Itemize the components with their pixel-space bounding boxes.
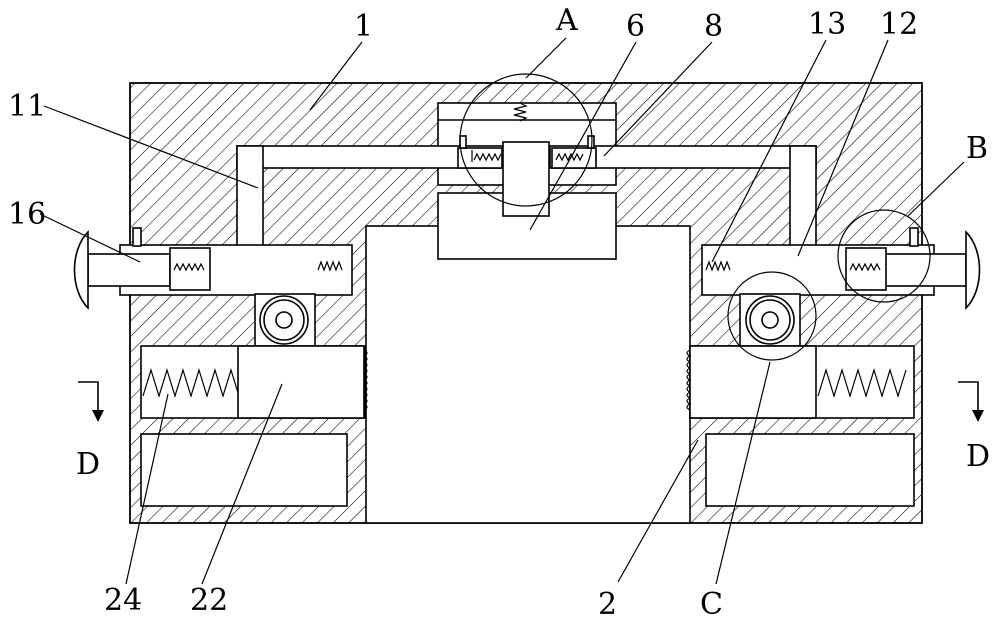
label-part-13: 13 <box>808 7 846 42</box>
label-detail-a: A <box>555 3 578 38</box>
detail-circles <box>459 73 931 361</box>
right-locking-pin <box>705 227 981 310</box>
labels: 1 A 6 8 13 12 11 B 16 D D 24 22 2 C <box>8 3 990 622</box>
label-detail-b: B <box>966 131 988 166</box>
label-part-2: 2 <box>598 587 617 622</box>
left-locking-pin <box>73 227 343 310</box>
label-part-22: 22 <box>190 583 228 618</box>
label-part-24: 24 <box>104 583 142 618</box>
left-gear <box>259 295 309 345</box>
label-section-d-left: D <box>76 447 100 482</box>
section-markers <box>78 381 984 422</box>
label-part-16: 16 <box>8 197 46 232</box>
label-part-8: 8 <box>704 9 723 44</box>
label-detail-c: C <box>700 587 723 622</box>
label-part-1: 1 <box>354 9 373 44</box>
label-part-6: 6 <box>626 9 645 44</box>
right-spring-and-slider <box>686 345 907 419</box>
label-part-12: 12 <box>880 7 918 42</box>
left-spring-and-slider <box>142 345 368 419</box>
leader-lines <box>39 37 965 585</box>
right-gear <box>745 295 795 345</box>
label-part-11: 11 <box>8 89 46 124</box>
label-section-d-right: D <box>966 439 990 474</box>
